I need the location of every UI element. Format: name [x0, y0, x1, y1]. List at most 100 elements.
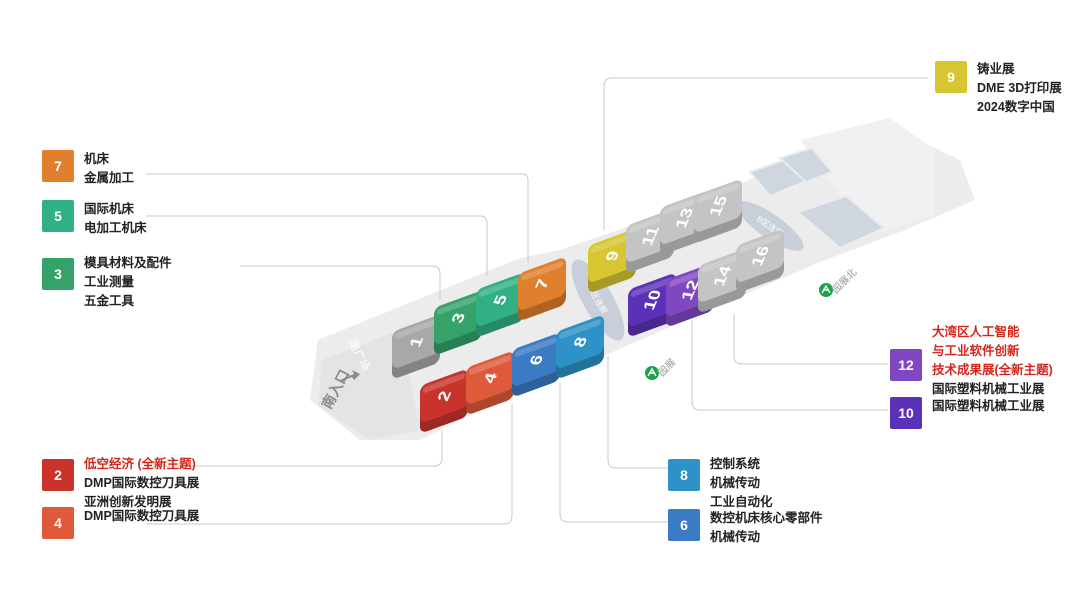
- north-building-c: [796, 194, 886, 250]
- hall-number: 1: [405, 335, 427, 348]
- hall-badge: 5: [42, 200, 74, 232]
- hall-14[interactable]: 14: [698, 248, 746, 313]
- hall-16[interactable]: 16: [736, 228, 784, 293]
- hall-badge: 10: [890, 397, 922, 429]
- hall-number: 12: [677, 278, 703, 301]
- hall-4[interactable]: 4: [466, 350, 514, 415]
- legend-text: 机床金属加工: [84, 150, 134, 188]
- hall-number: 14: [709, 264, 735, 287]
- hall-number: 13: [671, 206, 697, 229]
- exhibit-label: 金属加工: [84, 171, 135, 185]
- hall-badge: 4: [42, 507, 74, 539]
- new-theme-label: 低空经济 (全新主题): [84, 457, 196, 471]
- hall-number: 5: [489, 293, 511, 306]
- hall-number: 10: [639, 288, 665, 311]
- metro-station-2[interactable]: 园展北: [819, 266, 859, 297]
- hall-2[interactable]: 2: [420, 368, 468, 433]
- hall-9[interactable]: 9: [588, 228, 636, 293]
- venue-ground: [310, 122, 975, 440]
- hall-badge: 3: [42, 258, 74, 290]
- exhibit-label: 机械传动: [710, 476, 761, 490]
- hall-number: 9: [601, 249, 623, 262]
- hall-badge: 7: [42, 150, 74, 182]
- metro-label: 园展北: [830, 266, 860, 296]
- legend-hall-12[interactable]: 12 大湾区人工智能与工业软件创新技术成果展(全新主题) 国际塑料机械工业展: [890, 323, 1053, 399]
- exhibit-label: 数控机床核心零部件: [710, 511, 823, 525]
- new-theme-label: 技术成果展(全新主题): [932, 363, 1053, 377]
- legend-hall-6[interactable]: 6 数控机床核心零部件机械传动: [668, 509, 823, 547]
- hall-badge: 6: [668, 509, 700, 541]
- legend-hall-5[interactable]: 5 国际机床电加工机床: [42, 200, 147, 238]
- hall-number: 15: [705, 194, 731, 217]
- hall-3[interactable]: 3: [434, 290, 482, 355]
- legend-text: 国际塑料机械工业展: [932, 397, 1045, 416]
- north-extension-area: [800, 118, 935, 235]
- exhibit-label: 国际塑料机械工业展: [932, 382, 1045, 396]
- hall-10[interactable]: 10: [628, 272, 676, 337]
- leader-line: [603, 77, 928, 230]
- legend-text: 控制系统机械传动工业自动化: [710, 455, 773, 512]
- leader-line: [146, 173, 529, 262]
- hall-number: 2: [433, 389, 455, 402]
- exhibit-label: 铸业展: [977, 62, 1015, 76]
- exhibit-label: DMP国际数控刀具展: [84, 476, 200, 490]
- exhibit-label: 机械传动: [710, 530, 761, 544]
- legend-text: 模具材料及配件工业测量五金工具: [84, 254, 172, 311]
- exhibit-label: DMP国际数控刀具展: [84, 509, 200, 523]
- exhibit-label: 控制系统: [710, 457, 761, 471]
- hall-number: 16: [747, 244, 773, 267]
- exhibit-label: 模具材料及配件: [84, 256, 172, 270]
- hall-number: 8: [569, 335, 591, 348]
- leader-line: [691, 320, 888, 411]
- hall-number: 3: [447, 311, 469, 324]
- hall-1[interactable]: 1: [392, 314, 440, 379]
- hall-number: 6: [525, 353, 547, 366]
- hall-5[interactable]: 5: [476, 272, 524, 337]
- hall-15[interactable]: 15: [694, 178, 742, 243]
- hall-badge: 12: [890, 349, 922, 381]
- leader-line: [146, 430, 443, 467]
- legend-text: DMP国际数控刀具展: [84, 507, 199, 526]
- legend-text: 国际机床电加工机床: [84, 200, 147, 238]
- exhibit-label: 工业测量: [84, 275, 135, 289]
- metro-label: 园展: [656, 356, 679, 379]
- legend-text: 数控机床核心零部件机械传动: [710, 509, 823, 547]
- metro-station-1[interactable]: 园展: [645, 356, 678, 380]
- new-theme-label: 与工业软件创新: [932, 344, 1020, 358]
- exhibit-label: 机床: [84, 152, 110, 166]
- entrance-arrow-icon: [340, 370, 360, 382]
- exhibit-label: 国际塑料机械工业展: [932, 399, 1045, 413]
- hall-badge: 9: [935, 61, 967, 93]
- legend-hall-8[interactable]: 8 控制系统机械传动工业自动化: [668, 455, 773, 512]
- leader-line: [733, 314, 888, 365]
- legend-hall-3[interactable]: 3 模具材料及配件工业测量五金工具: [42, 254, 172, 311]
- leader-line: [240, 265, 441, 300]
- exhibit-label: 亚洲创新发明展: [84, 495, 172, 509]
- exhibit-label: DME 3D打印展: [977, 81, 1062, 95]
- hall-number: 4: [479, 371, 501, 384]
- new-theme-label: 大湾区人工智能: [932, 325, 1020, 339]
- legend-hall-2[interactable]: 2 低空经济 (全新主题) DMP国际数控刀具展亚洲创新发明展: [42, 455, 199, 512]
- leader-line: [146, 215, 488, 276]
- hall-number: 7: [531, 278, 553, 291]
- exhibit-label: 电加工机床: [84, 221, 147, 235]
- legend-hall-4[interactable]: 4 DMP国际数控刀具展: [42, 507, 199, 539]
- leader-line: [146, 404, 513, 525]
- hall-7[interactable]: 7: [518, 256, 566, 321]
- legend-hall-7[interactable]: 7 机床金属加工: [42, 150, 134, 188]
- north-building-b: [778, 146, 834, 184]
- hall-badge: 8: [668, 459, 700, 491]
- hall-6[interactable]: 6: [512, 332, 560, 397]
- corridor-1: A区连廊: [571, 259, 625, 341]
- hall-badge: 2: [42, 459, 74, 491]
- hall-8[interactable]: 8: [556, 314, 604, 379]
- leader-line: [559, 382, 668, 523]
- exhibit-label: 工业自动化: [710, 495, 773, 509]
- exhibit-label: 五金工具: [84, 294, 135, 308]
- legend-hall-10[interactable]: 10 国际塑料机械工业展: [890, 397, 1045, 429]
- hall-number: 11: [637, 225, 663, 247]
